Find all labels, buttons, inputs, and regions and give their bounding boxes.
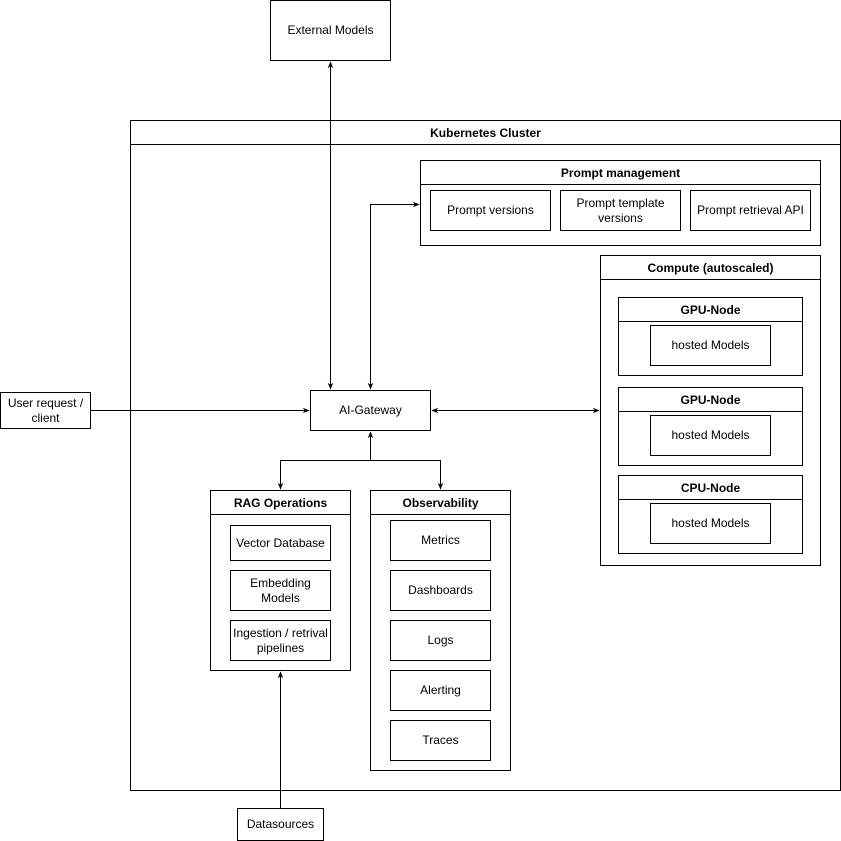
vector-database-box: Vector Database xyxy=(230,525,331,561)
prompt-versions-box: Prompt versions xyxy=(430,190,551,231)
cluster-title: Kubernetes Cluster xyxy=(131,121,840,145)
prompt-title: Prompt management xyxy=(421,161,820,185)
ingestion-pipelines-box: Ingestion / retrival pipelines xyxy=(230,620,331,661)
gateway-prompt-arrow xyxy=(367,201,420,390)
node-title: GPU-Node xyxy=(619,388,802,412)
node-title: CPU-Node xyxy=(619,476,802,500)
hosted-models-box: hosted Models xyxy=(650,503,771,544)
metrics-box: Metrics xyxy=(390,520,491,561)
traces-box: Traces xyxy=(390,720,491,761)
compute-title: Compute (autoscaled) xyxy=(601,256,820,280)
dashboards-box: Dashboards xyxy=(390,570,491,611)
hosted-models-box: hosted Models xyxy=(650,415,771,456)
user-request-box: User request / client xyxy=(0,392,91,429)
alerting-box: Alerting xyxy=(390,670,491,711)
embedding-models-box: Embedding Models xyxy=(230,570,331,611)
rag-title: RAG Operations xyxy=(211,491,350,515)
observability-title: Observability xyxy=(371,491,510,515)
external-models-box: External Models xyxy=(270,0,391,61)
gateway-observability-arrow xyxy=(370,460,444,490)
hosted-models-box: hosted Models xyxy=(650,325,771,366)
gateway-rag-arrow xyxy=(277,431,374,490)
ai-gateway-box: AI-Gateway xyxy=(310,390,431,431)
prompt-retrieval-api-box: Prompt retrieval API xyxy=(690,190,811,231)
logs-box: Logs xyxy=(390,620,491,661)
prompt-template-versions-box: Prompt template versions xyxy=(560,190,681,231)
node-title: GPU-Node xyxy=(619,298,802,322)
